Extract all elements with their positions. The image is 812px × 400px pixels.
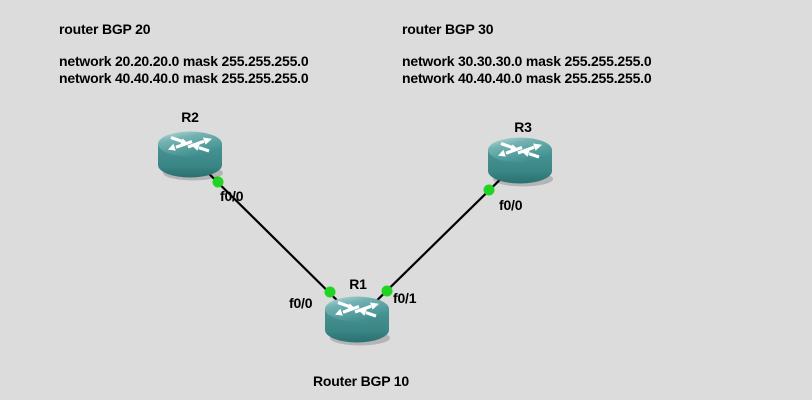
annotation-bgp30: router BGP 30 network 30.30.30.0 mask 25…: [402, 21, 652, 87]
router-icon-r2[interactable]: [155, 127, 225, 183]
interface-label-r1-f01: f0/1: [393, 290, 417, 306]
interface-label-r3-f00: f0/0: [499, 197, 523, 213]
spacer: [402, 38, 651, 53]
annotation-bgp20: router BGP 20 network 20.20.20.0 mask 25…: [59, 21, 309, 87]
router-icon-r1[interactable]: [322, 292, 392, 348]
annotation-bgp30-network-1: network 30.30.30.0 mask 255.255.255.0: [402, 53, 652, 69]
link-status-dot-r1-f00: [324, 286, 336, 298]
node-label-r2: R2: [181, 109, 199, 125]
interface-label-r2-f00: f0/0: [220, 188, 244, 204]
annotation-bgp30-title: router BGP 30: [402, 21, 494, 37]
node-label-r1: R1: [349, 276, 367, 292]
interface-label-r1-f00: f0/0: [289, 295, 313, 311]
annotation-bgp20-network-1: network 20.20.20.0 mask 255.255.255.0: [59, 53, 309, 69]
annotation-bgp20-network-2: network 40.40.40.0 mask 255.255.255.0: [59, 70, 309, 86]
link-status-dot-r1-f01: [381, 285, 393, 297]
annotation-bgp10-caption: Router BGP 10: [313, 373, 409, 389]
spacer: [59, 38, 308, 53]
link-status-dot-r3-f00: [483, 184, 495, 196]
router-icon-r3[interactable]: [485, 133, 555, 189]
annotation-bgp20-title: router BGP 20: [59, 21, 151, 37]
link-status-dot-r2-f00: [212, 176, 224, 188]
annotation-bgp30-network-2: network 40.40.40.0 mask 255.255.255.0: [402, 70, 652, 86]
node-label-r3: R3: [514, 119, 532, 135]
